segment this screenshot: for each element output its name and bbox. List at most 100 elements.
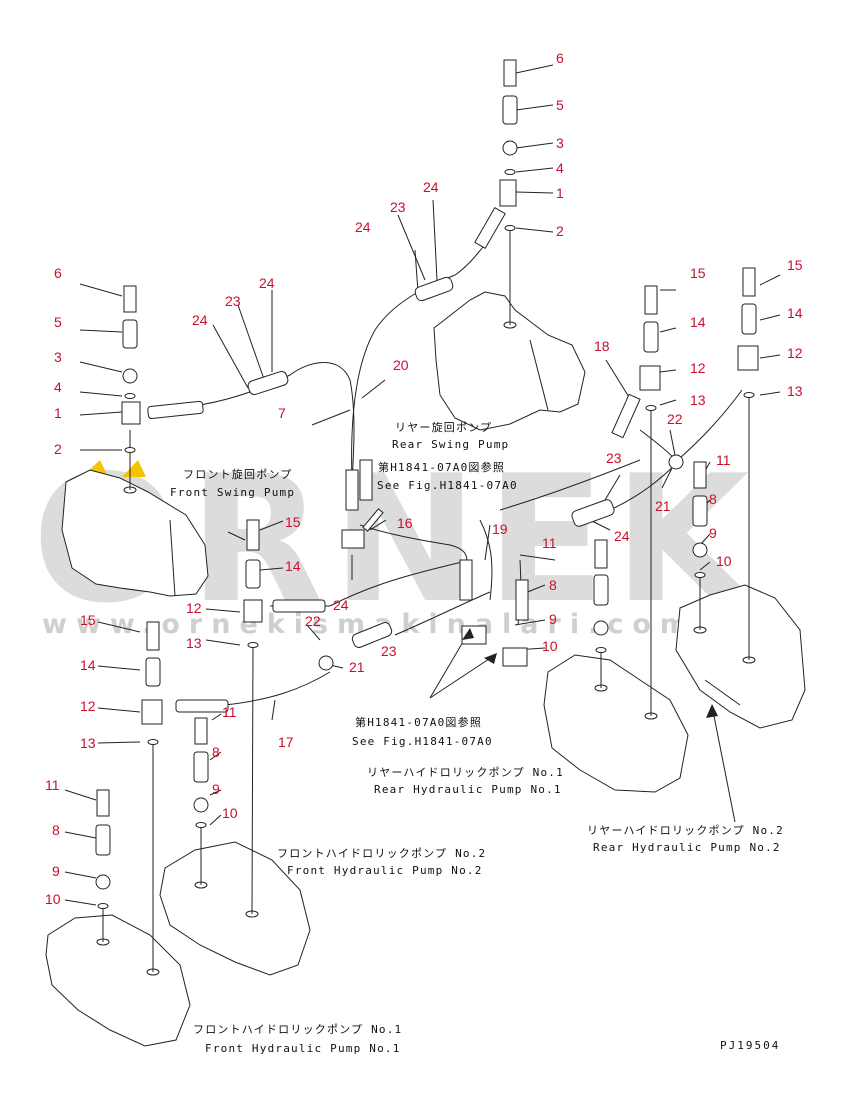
see-fig-mid-en: See Fig.H1841-07A0 [352, 735, 493, 748]
clamp-23-rear-swing [414, 276, 454, 302]
plug-15-front-hyd2 [246, 519, 260, 551]
plug-6-rear-swing [503, 59, 517, 87]
hose-end-front-swing [147, 400, 204, 419]
callout-number: 24 [259, 275, 275, 291]
rear-swing-pump-label-jp: リヤー旋回ポンプ [395, 420, 492, 434]
nut-3-front-swing [122, 368, 138, 384]
hose-end-rear-swing [474, 206, 506, 250]
elbow-14-front-hyd1 [145, 657, 161, 687]
callout-number: 23 [390, 199, 406, 215]
oring-13-front-hyd2 [247, 642, 259, 648]
callout-number: 14 [787, 305, 803, 321]
callout-number: 22 [667, 411, 683, 427]
callout-numbers: 6 5 3 4 1 2 24 23 24 6 5 3 4 1 2 24 23 2… [45, 50, 803, 907]
rear-hydraulic-pump-no2-label-jp: リヤーハイドロリックポンプ No.2 [587, 824, 784, 837]
callout-number: 15 [787, 257, 803, 273]
callout-number: 18 [594, 338, 610, 354]
plug-15-rear-hyd1 [644, 285, 658, 315]
hose-end-19-a [459, 559, 473, 601]
callout-number: 21 [655, 498, 671, 514]
fittings [95, 59, 759, 909]
callout-number: 10 [542, 638, 558, 654]
elbow-14-rear-hyd2 [741, 303, 757, 335]
see-fig-top-jp: 第H1841-07A0図参照 [378, 460, 505, 474]
oring-2-front-swing [124, 447, 136, 453]
hose-end-11-b [515, 579, 529, 621]
plug-15-rear-hyd2 [742, 267, 756, 297]
callout-number: 3 [556, 135, 564, 151]
callout-number: 8 [709, 491, 717, 507]
callout-number: 4 [54, 379, 62, 395]
elbow-14-rear-hyd1 [643, 321, 659, 353]
oring-4-front-swing [124, 393, 136, 399]
callout-number: 9 [212, 781, 220, 797]
callout-number: 15 [690, 265, 706, 281]
hose-end-18 [611, 393, 641, 439]
callout-number: 23 [225, 293, 241, 309]
callout-number: 23 [606, 450, 622, 466]
elbow-8-front-hyd1 [95, 824, 111, 856]
front-swing-pump-label-en: Front Swing Pump [170, 486, 295, 499]
callout-number: 1 [556, 185, 564, 201]
callout-number: 9 [549, 611, 557, 627]
clamp-23-front [351, 622, 393, 648]
oring-13-rear-hyd2 [743, 392, 755, 398]
oring-13-rear-hyd1 [645, 405, 657, 411]
plug-11-rear-hyd2 [693, 461, 707, 489]
see-fig-top-en: See Fig.H1841-07A0 [377, 479, 518, 492]
callout-number: 11 [222, 704, 237, 720]
callout-number: 24 [355, 219, 371, 235]
oring-10-front-hyd2 [195, 822, 207, 828]
rear-hydraulic-pump-no1-label-en: Rear Hydraulic Pump No.1 [374, 783, 562, 796]
front-swing-pump-label-jp: フロント旋回ポンプ [183, 467, 292, 481]
plug-11-rear-hyd1 [594, 539, 608, 569]
callout-number: 6 [54, 265, 62, 281]
plug-6-front-swing [123, 285, 137, 313]
callout-number: 9 [709, 525, 717, 541]
tee-1-rear-swing [499, 179, 517, 207]
block-rear-2 [502, 647, 528, 667]
callout-number: 8 [212, 744, 220, 760]
hose-end-24-mid [272, 599, 326, 613]
watermark-url: www.ornekismakinalari.com.tr [42, 609, 761, 640]
elbow-8-rear-hyd1 [593, 574, 609, 606]
oring-10-rear-hyd1 [595, 647, 607, 653]
callout-number: 24 [423, 179, 439, 195]
callout-number: 23 [381, 643, 397, 659]
callout-number: 15 [80, 612, 96, 628]
front-hydraulic-pump-no2-label-jp: フロントハイドロリックポンプ No.2 [277, 847, 486, 860]
callout-number: 13 [80, 735, 96, 751]
callout-number: 6 [556, 50, 564, 66]
callout-number: 20 [393, 357, 409, 373]
callout-number: 10 [716, 553, 732, 569]
oring-10-front-hyd1 [97, 903, 109, 909]
elbow-5-front-swing [122, 319, 138, 349]
callout-number: 5 [556, 97, 564, 113]
callout-number: 19 [492, 521, 508, 537]
callout-number: 24 [614, 528, 630, 544]
front-hydraulic-pump-no2-housing [159, 841, 311, 976]
callout-number: 3 [54, 349, 62, 365]
callout-number: 12 [787, 345, 803, 361]
drawing-code: PJ19504 [720, 1039, 780, 1052]
callout-number: 14 [80, 657, 96, 673]
callout-number: 24 [192, 312, 208, 328]
clamp-23-front-swing [247, 370, 289, 396]
front-hydraulic-pump-no1-label-jp: フロントハイドロリックポンプ No.1 [193, 1023, 402, 1036]
clamp-21-front [318, 655, 334, 671]
plug-11-front-hyd2 [194, 717, 208, 745]
clamp-23-rear [571, 499, 615, 527]
rear-hydraulic-pump-no1-label-jp: リヤーハイドロリックポンプ No.1 [367, 766, 564, 779]
callout-number: 12 [186, 600, 202, 616]
callout-number: 11 [716, 452, 731, 468]
callout-number: 2 [556, 223, 564, 239]
elbow-8-rear-hyd2 [692, 495, 708, 527]
hose-end-17 [175, 699, 229, 713]
elbow-8-front-hyd2 [193, 751, 209, 783]
callout-number: 8 [52, 822, 60, 838]
callout-number: 4 [556, 160, 564, 176]
callout-number: 10 [222, 805, 238, 821]
callout-number: 22 [305, 613, 321, 629]
block-rear-1 [461, 625, 487, 645]
